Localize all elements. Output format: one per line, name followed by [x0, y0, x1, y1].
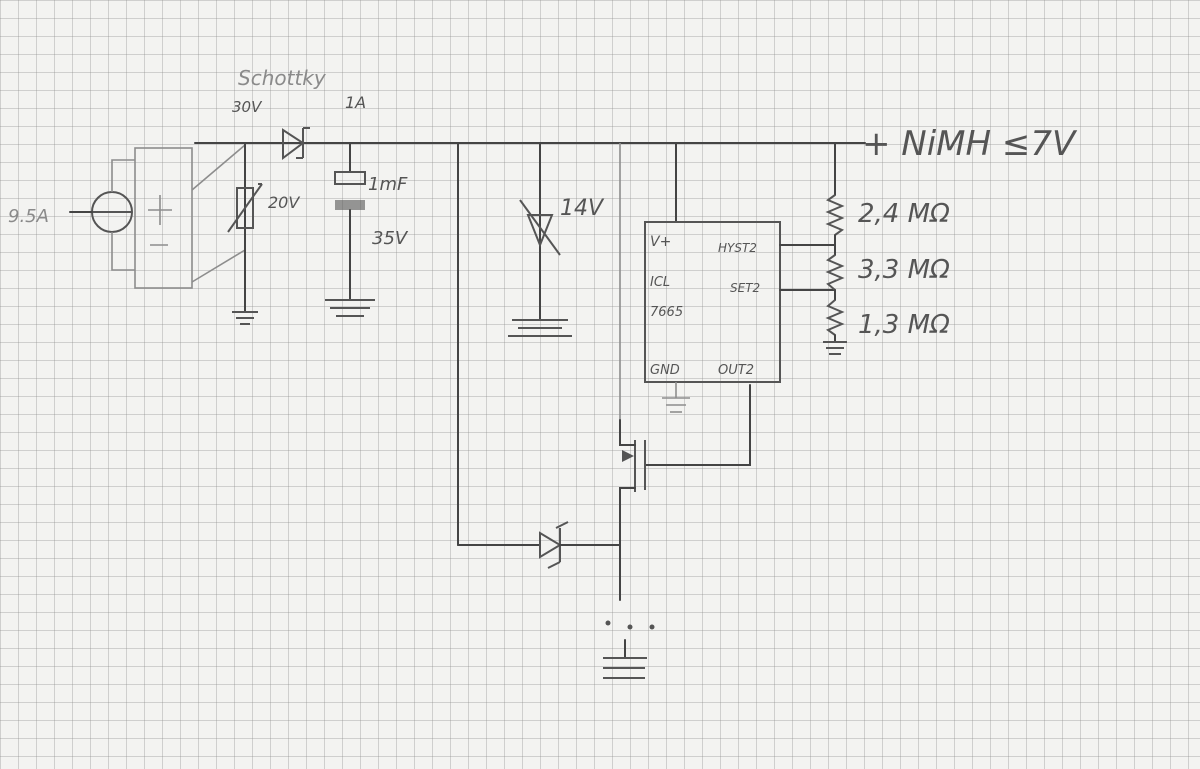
switch-contacts — [605, 620, 655, 630]
out-to-gate-wire — [644, 384, 751, 466]
ic-vplus-label: V+ — [650, 234, 671, 250]
r2-label: 3,3 MΩ — [858, 255, 950, 285]
schottky-voltage-label: 30V — [232, 98, 263, 116]
r3-label: 1,3 MΩ — [858, 310, 950, 340]
schottky-diode — [282, 127, 310, 160]
zener-14v-label: 14V — [560, 196, 605, 221]
capacitor-1mf — [325, 142, 375, 317]
ic-gnd-label: GND — [650, 363, 680, 378]
ic-name-line2: 7665 — [650, 305, 683, 320]
schottky-current-label: 1A — [345, 93, 366, 112]
ic-set-label: SET2 — [730, 281, 760, 295]
mosfet — [619, 419, 646, 506]
ic-ground — [662, 382, 690, 413]
cap-value-label: 1mF — [368, 174, 408, 195]
ic-icl7665 — [644, 142, 781, 383]
battery-label: + NiMH ≤7V — [862, 124, 1078, 164]
schottky-label: Schottky — [238, 66, 327, 90]
zener-14v — [508, 142, 572, 337]
input-source — [69, 144, 246, 289]
r1-label: 2,4 MΩ — [858, 199, 950, 229]
cap-voltage-label: 35V — [372, 228, 409, 249]
resistor-divider — [823, 142, 847, 355]
ic-name-line1: ICL — [650, 275, 670, 290]
ic-out-label: OUT2 — [718, 363, 754, 378]
source-label: 9.5A — [8, 206, 49, 227]
bottom-diode — [539, 521, 621, 569]
main-ground — [603, 639, 647, 679]
ic-hyst-label: HYST2 — [718, 241, 757, 255]
zener-20v — [227, 142, 263, 325]
zener-20v-label: 20V — [268, 193, 300, 212]
